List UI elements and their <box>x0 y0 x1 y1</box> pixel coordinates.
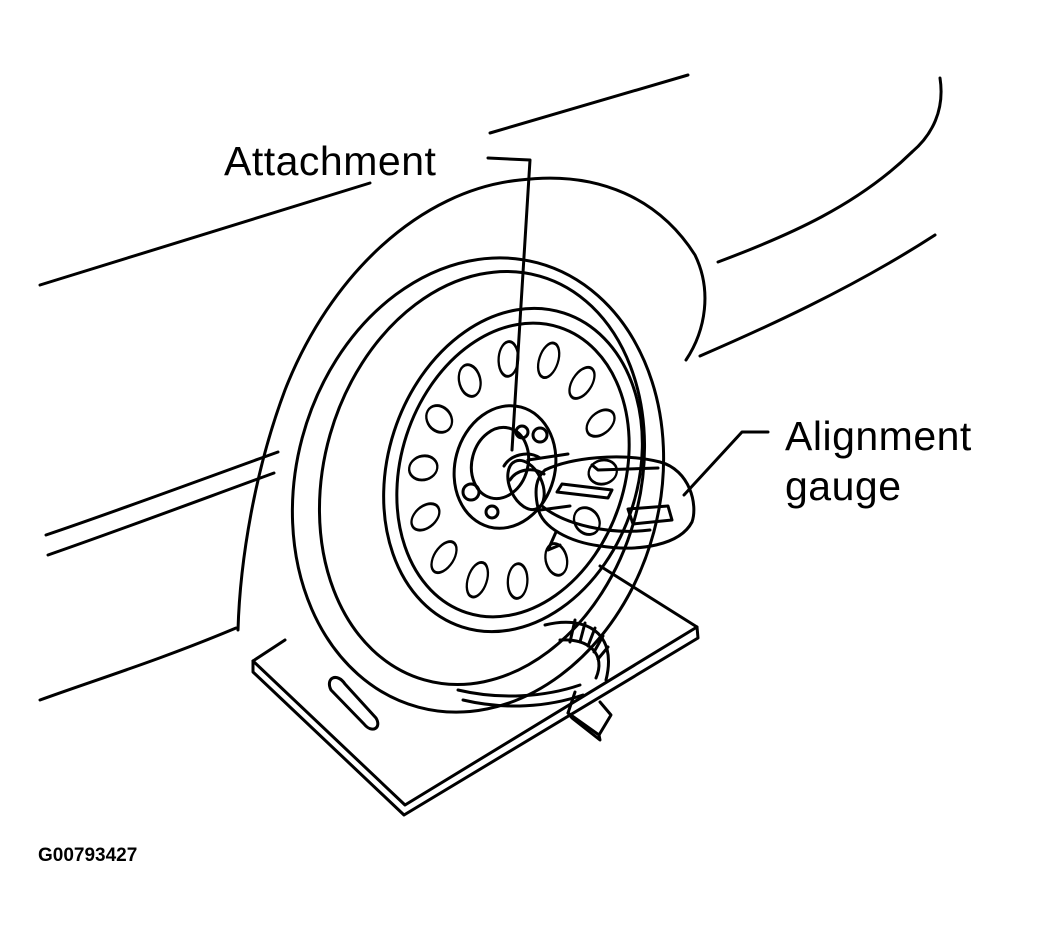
alignment-gauge-label-line1: Alignment <box>785 413 972 459</box>
figure-id: G00793427 <box>38 845 138 866</box>
wheel-hub <box>452 404 558 530</box>
turntable-plate <box>251 564 700 817</box>
alignment-gauge-leader <box>682 430 770 497</box>
wheel-rim <box>382 306 644 634</box>
alignment-gauge-label-line2: gauge <box>785 463 902 509</box>
attachment-label: Attachment <box>224 138 437 184</box>
car-body <box>38 73 943 702</box>
alignment-gauge <box>534 455 696 552</box>
tire <box>290 256 666 714</box>
attachment-leader <box>486 156 532 452</box>
